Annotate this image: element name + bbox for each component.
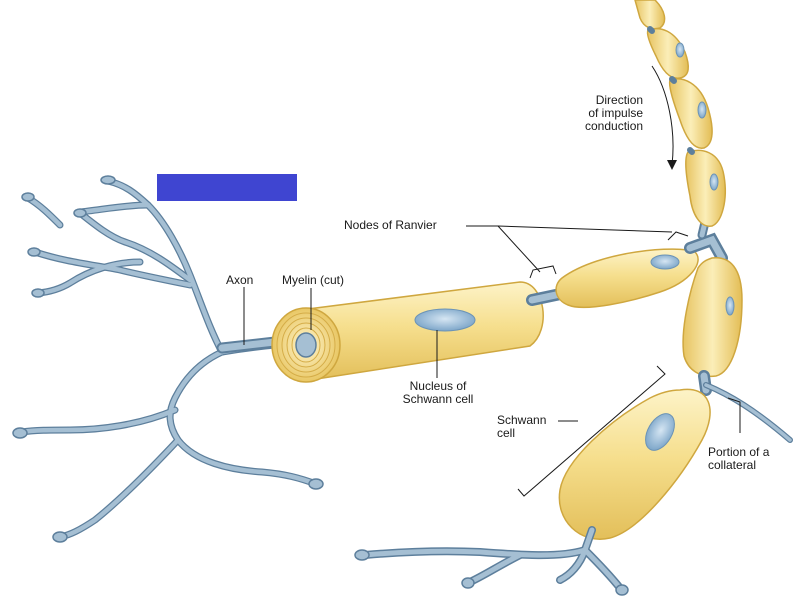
leader-lines [243,65,741,497]
schwann-cell-large [558,388,711,540]
terminal-bulbs-bottom [354,549,629,596]
label-portion-of-collateral: Portion of a collateral [708,445,770,472]
answer-box [157,174,297,201]
axon-terminals-bottom [361,526,624,592]
label-direction-of-impulse: Direction of impulse conduction [585,93,644,133]
dendrite-tree [18,177,320,541]
myelinated-axon-upper-chain [634,0,726,227]
label-myelin-cut: Myelin (cut) [282,273,345,287]
direction-arrowhead [667,160,677,170]
label-nucleus-of-schwann-cell: Nucleus of Schwann cell [402,379,474,406]
upper-chain-nodes [647,26,695,155]
axon-terminal-bulbs [12,175,324,543]
collateral-branch [703,382,793,443]
label-schwann-cell: Schwann cell [497,413,547,440]
schwann-segment-vertical [682,257,743,378]
myelin-sheath-cut [271,281,544,383]
label-nodes-of-ranvier: Nodes of Ranvier [344,218,437,232]
label-axon: Axon [226,273,254,287]
upper-chain-nuclei [675,42,719,191]
schwann-segment-horizontal [555,248,699,309]
